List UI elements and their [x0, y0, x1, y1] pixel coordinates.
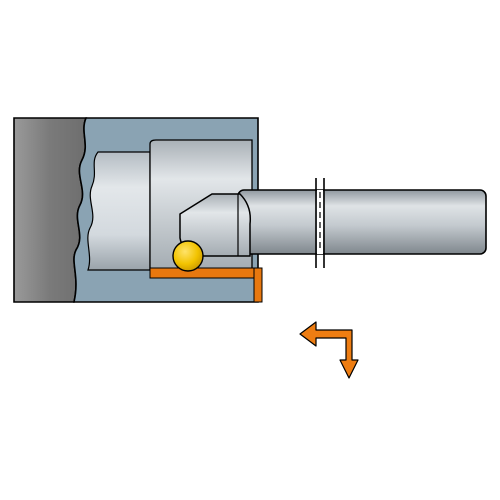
arrow-left-head-icon [299, 321, 359, 379]
machined-face [253, 267, 263, 303]
bore-inner-surface [87, 151, 151, 271]
cutting-insert-tip [172, 240, 204, 272]
machined-surface [149, 267, 263, 279]
boring-bar-shank [237, 189, 487, 255]
feed-direction-arrow [299, 321, 359, 379]
